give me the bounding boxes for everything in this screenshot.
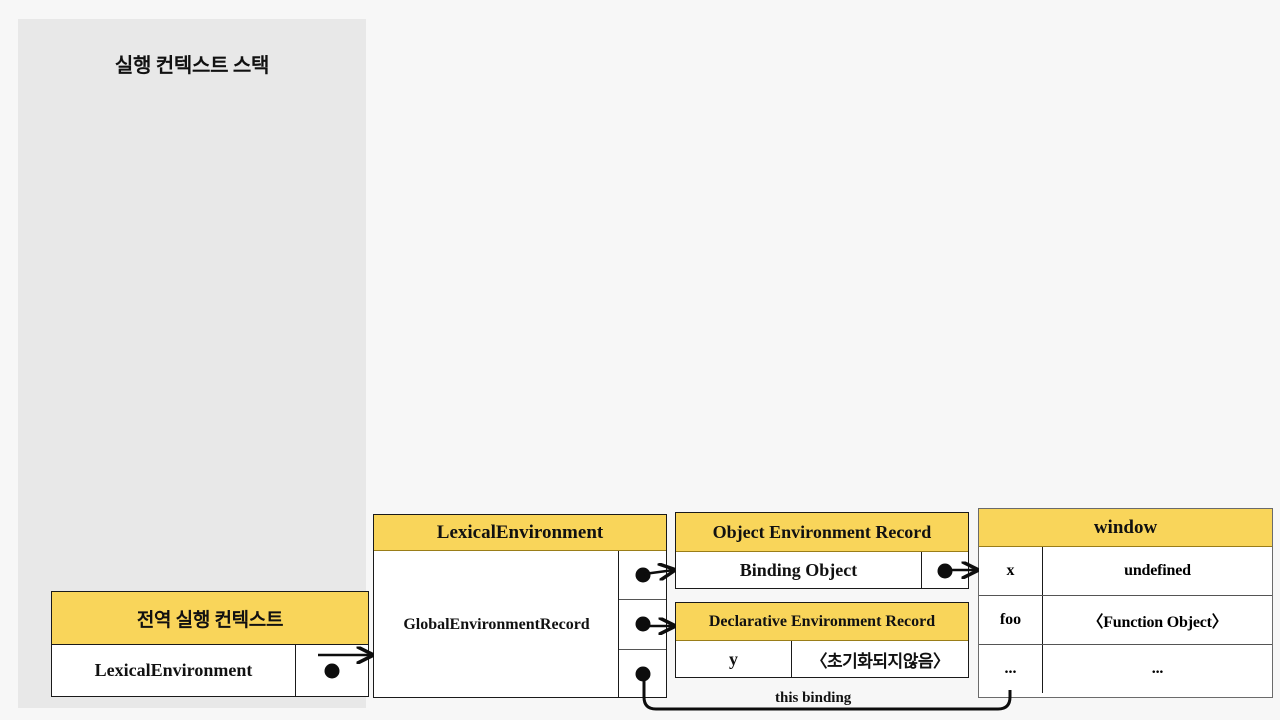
global-execution-context-header: 전역 실행 컨텍스트	[52, 592, 368, 645]
object-environment-record-pointer	[619, 551, 666, 601]
declarative-environment-record-header: Declarative Environment Record	[676, 603, 968, 641]
table-row: x undefined	[979, 547, 1272, 596]
lexical-environment-pointer-cell	[295, 645, 368, 696]
binding-value: 〈초기화되지않음〉	[810, 652, 950, 671]
lexical-environment-body: GlobalEnvironmentRecord	[374, 551, 666, 698]
property-value: 〈Function Object〉	[1087, 614, 1228, 631]
property-key: ...	[979, 645, 1043, 693]
execution-context-stack-panel: 실행 컨텍스트 스택 전역 실행 컨텍스트 LexicalEnvironment	[18, 19, 369, 708]
this-binding-pointer	[619, 650, 666, 698]
window-object-box: window x undefined foo 〈Function Object〉…	[978, 508, 1273, 698]
binding-key: y	[676, 641, 792, 678]
table-row: y 〈초기화되지않음〉	[676, 641, 968, 678]
declarative-environment-record-pointer	[619, 600, 666, 650]
property-key: x	[979, 547, 1043, 595]
binding-object-label: Binding Object	[739, 560, 858, 580]
property-key: foo	[979, 596, 1043, 644]
lexical-environment-header: LexicalEnvironment	[374, 515, 666, 551]
property-value: undefined	[1124, 562, 1191, 579]
table-row: LexicalEnvironment	[52, 645, 368, 696]
property-value: ...	[1151, 660, 1164, 677]
stack-panel-title: 실행 컨텍스트 스택	[114, 55, 270, 77]
pointer-dot-icon	[635, 567, 650, 583]
lexical-environment-box: LexicalEnvironment GlobalEnvironmentReco…	[373, 514, 667, 698]
table-row: foo 〈Function Object〉	[979, 596, 1272, 645]
pointer-dot-icon	[635, 666, 650, 682]
table-row: Binding Object	[676, 552, 968, 589]
pointer-dot-icon	[324, 663, 340, 678]
pointer-dot-icon	[635, 616, 650, 632]
pointer-dot-icon	[937, 563, 953, 578]
lexical-environment-pointer-column	[618, 551, 666, 698]
window-object-header: window	[979, 509, 1272, 547]
lexical-environment-label: LexicalEnvironment	[94, 660, 253, 680]
object-environment-record-box: Object Environment Record Binding Object	[675, 512, 969, 589]
global-execution-context-box: 전역 실행 컨텍스트 LexicalEnvironment	[51, 591, 369, 697]
object-environment-record-header: Object Environment Record	[676, 513, 968, 552]
this-binding-label: this binding	[771, 690, 856, 707]
global-environment-record-label: GlobalEnvironmentRecord	[403, 615, 590, 633]
table-row: ... ...	[979, 645, 1272, 693]
declarative-environment-record-box: Declarative Environment Record y 〈초기화되지않…	[675, 602, 969, 678]
binding-object-pointer-cell	[921, 552, 968, 589]
